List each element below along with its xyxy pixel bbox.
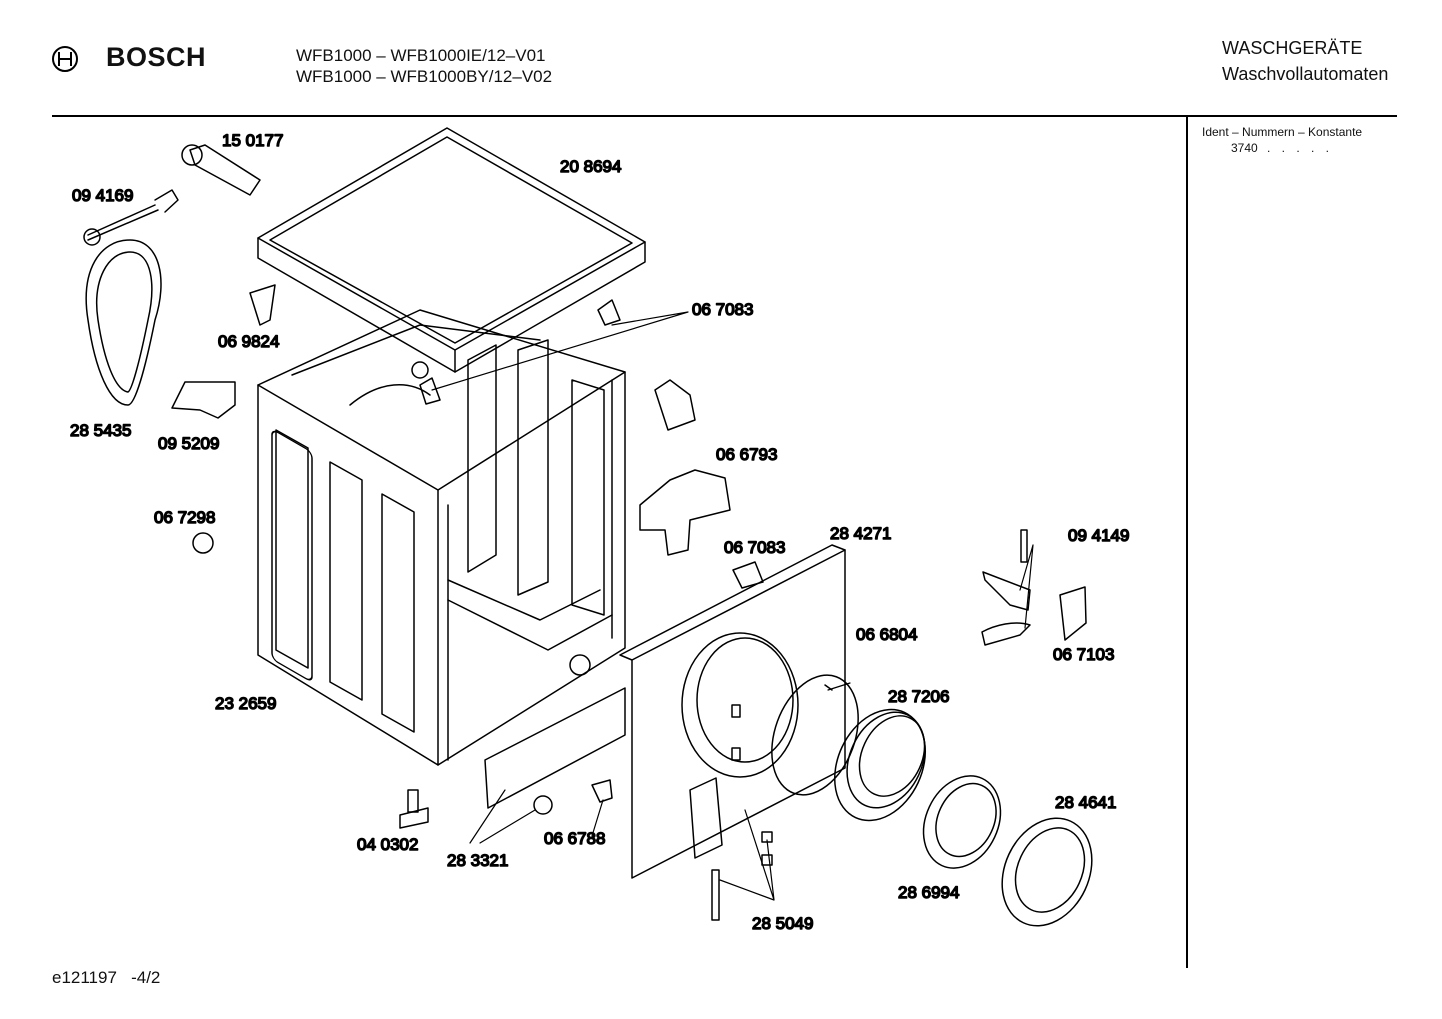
part-label-040302: 04 0302 — [357, 835, 418, 854]
bosch-logo-icon — [52, 46, 78, 72]
porthole-rings — [833, 708, 1093, 927]
model-line-2: WFB1000 – WFB1000BY/12–V02 — [296, 67, 553, 86]
part-label-067103: 06 7103 — [1053, 645, 1114, 664]
model-line-1: WFB1000 – WFB1000IE/12–V01 — [296, 46, 546, 65]
part-label-287206: 28 7206 — [888, 687, 949, 706]
part-label-069824: 06 9824 — [218, 332, 279, 351]
cabinet-body — [257, 309, 626, 766]
category-subtitle: Waschvollautomaten — [1222, 64, 1389, 84]
part-label-286994: 28 6994 — [898, 883, 959, 902]
leader-lines — [431, 311, 1034, 901]
part-label-094169: 09 4169 — [72, 186, 133, 205]
header-divider — [52, 115, 1397, 117]
part-label-066804: 06 6804 — [856, 625, 917, 644]
part-label-283321: 28 3321 — [447, 851, 508, 870]
part-label-067298: 06 7298 — [154, 508, 215, 527]
part-label-067083-b: 06 7083 — [724, 538, 785, 557]
top-lid — [257, 127, 646, 373]
part-label-284641: 28 4641 — [1055, 793, 1116, 812]
front-panel — [619, 544, 846, 879]
category-title: WASCHGERÄTE — [1222, 38, 1363, 58]
part-label-285049: 28 5049 — [752, 914, 813, 933]
part-label-095209: 09 5209 — [158, 434, 219, 453]
small-parts — [83, 144, 1087, 921]
brand-name: BOSCH — [106, 42, 207, 72]
ident-value: 3740 — [1231, 141, 1258, 155]
sidebar-divider — [1186, 116, 1188, 968]
exploded-parts-diagram: 15 0177 20 8694 09 4169 06 9824 06 7083 … — [69, 127, 1130, 934]
part-label-284271: 28 4271 — [830, 524, 891, 543]
ident-dots: . . . . . — [1267, 141, 1334, 155]
part-label-066788: 06 6788 — [544, 829, 605, 848]
part-label-150177: 15 0177 — [222, 131, 283, 150]
part-label-232659: 23 2659 — [215, 694, 276, 713]
part-label-285435: 28 5435 — [70, 421, 131, 440]
footer-code: e121197 -4/2 — [52, 968, 161, 987]
part-label-066793: 06 6793 — [716, 445, 777, 464]
ident-label: Ident – Nummern – Konstante — [1202, 125, 1363, 139]
part-label-094149: 09 4149 — [1068, 526, 1129, 545]
part-label-067083-a: 06 7083 — [692, 300, 753, 319]
part-label-208694: 20 8694 — [560, 157, 621, 176]
